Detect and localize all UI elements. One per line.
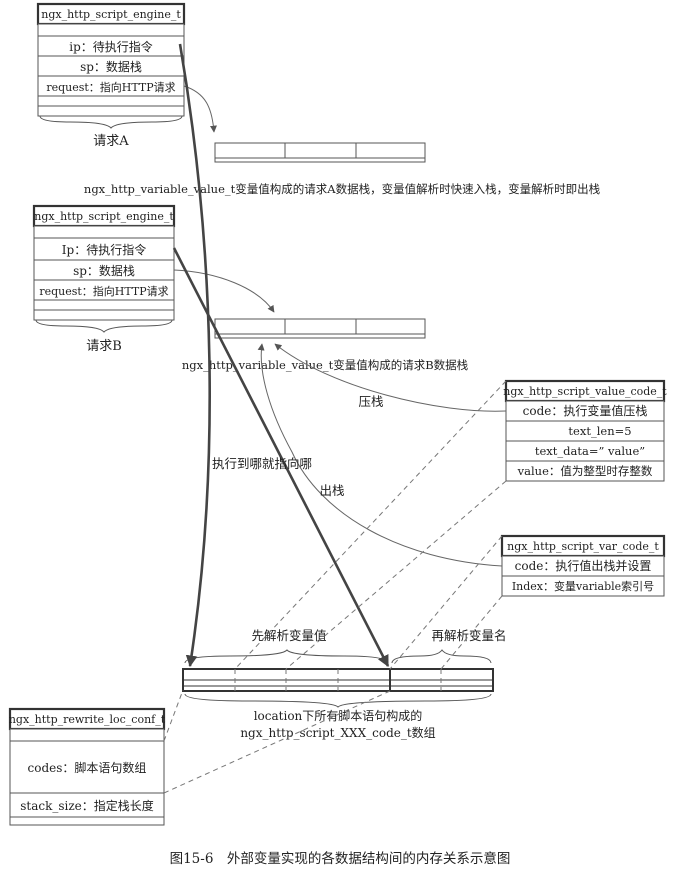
ip-b-pointer <box>172 247 390 668</box>
value-code-struct: ngx_http_script_value_code_t code：执行变量值压… <box>503 379 667 482</box>
push-arrow <box>274 343 507 412</box>
array-label-line1: location下所有脚本语句构成的 <box>254 708 423 723</box>
value-code-text-len-field: text_len=5 <box>568 424 631 438</box>
parse-value-first-label: 先解析变量值 <box>251 628 326 643</box>
data-stack-a <box>214 142 426 163</box>
pointer-label: 执行到哪就指向哪 <box>212 456 312 471</box>
var-code-struct: ngx_http_script_var_code_t code：执行值出栈并设置… <box>500 534 666 597</box>
var-code-link-right <box>440 595 503 670</box>
figure-caption: 图15-6 外部变量实现的各数据结构间的内存关系示意图 <box>170 850 511 867</box>
pop-label: 出栈 <box>319 483 344 498</box>
var-code-code-field: code：执行值出栈并设置 <box>515 558 652 573</box>
parse-name-brace <box>391 649 492 664</box>
array-label-line2: ngx_http_script_XXX_code_t数组 <box>240 725 435 740</box>
parse-name-after-label: 再解析变量名 <box>431 628 506 643</box>
engine-b-sp-field: sp：数据栈 <box>73 263 135 278</box>
engine-struct-b: ngx_http_script_engine_t Ip：待执行指令 sp：数据栈… <box>32 204 176 354</box>
engine-struct-a: ngx_http_script_engine_t ip：待执行指令 sp：数据栈… <box>36 2 186 149</box>
loc-conf-codes-link-bottom <box>163 690 391 794</box>
value-code-title: ngx_http_script_value_code_t <box>503 385 667 398</box>
engine-a-title: ngx_http_script_engine_t <box>41 8 181 21</box>
engine-a-caption: 请求A <box>93 134 129 149</box>
data-stack-b <box>214 318 426 339</box>
value-code-value-field: value：值为整型时存整数 <box>517 464 653 478</box>
stack-a-label: ngx_http_variable_value_t变量值构成的请求A数据栈，变量… <box>84 182 601 196</box>
request-b-sp-arrow <box>173 269 275 313</box>
loc-conf-title: ngx_http_rewrite_loc_conf_t <box>9 713 166 726</box>
value-code-text-data-field: text_data=” value” <box>535 444 645 458</box>
engine-b-request-field: request：指向HTTP请求 <box>39 284 168 298</box>
ip-a-pointer <box>178 43 211 668</box>
var-code-title: ngx_http_script_var_code_t <box>507 540 659 553</box>
var-code-index-field: Index：变量variable索引号 <box>512 579 654 593</box>
engine-b-caption: 请求B <box>86 339 122 354</box>
value-code-link-right <box>285 480 507 670</box>
stack-b-label: ngx_http_variable_value_t变量值构成的请求B数据栈 <box>182 358 469 372</box>
request-a-sp-arrow <box>183 85 217 133</box>
code-array <box>182 668 494 692</box>
loc-conf-codes-link-top <box>163 689 184 742</box>
array-brace <box>184 693 492 708</box>
engine-a-sp-field: sp：数据栈 <box>80 59 142 74</box>
rewrite-loc-conf-struct: ngx_http_rewrite_loc_conf_t codes：脚本语句数组… <box>9 707 166 826</box>
value-code-code-field: code：执行变量值压栈 <box>523 403 648 418</box>
pop-arrow <box>257 343 503 567</box>
engine-a-ip-field: ip：待执行指令 <box>69 39 153 54</box>
parse-value-brace <box>184 649 389 664</box>
engine-b-brace <box>35 319 173 333</box>
engine-a-request-field: request：指向HTTP请求 <box>46 80 175 94</box>
loc-conf-stack-size-field: stack_size：指定栈长度 <box>20 798 154 813</box>
engine-b-ip-field: Ip：待执行指令 <box>62 242 146 257</box>
var-code-link-left <box>389 535 503 670</box>
push-label: 压栈 <box>358 394 383 409</box>
value-code-link-left <box>234 380 507 670</box>
engine-a-brace <box>39 115 183 129</box>
loc-conf-codes-field: codes：脚本语句数组 <box>28 760 147 775</box>
engine-b-title: ngx_http_script_engine_t <box>34 210 174 223</box>
